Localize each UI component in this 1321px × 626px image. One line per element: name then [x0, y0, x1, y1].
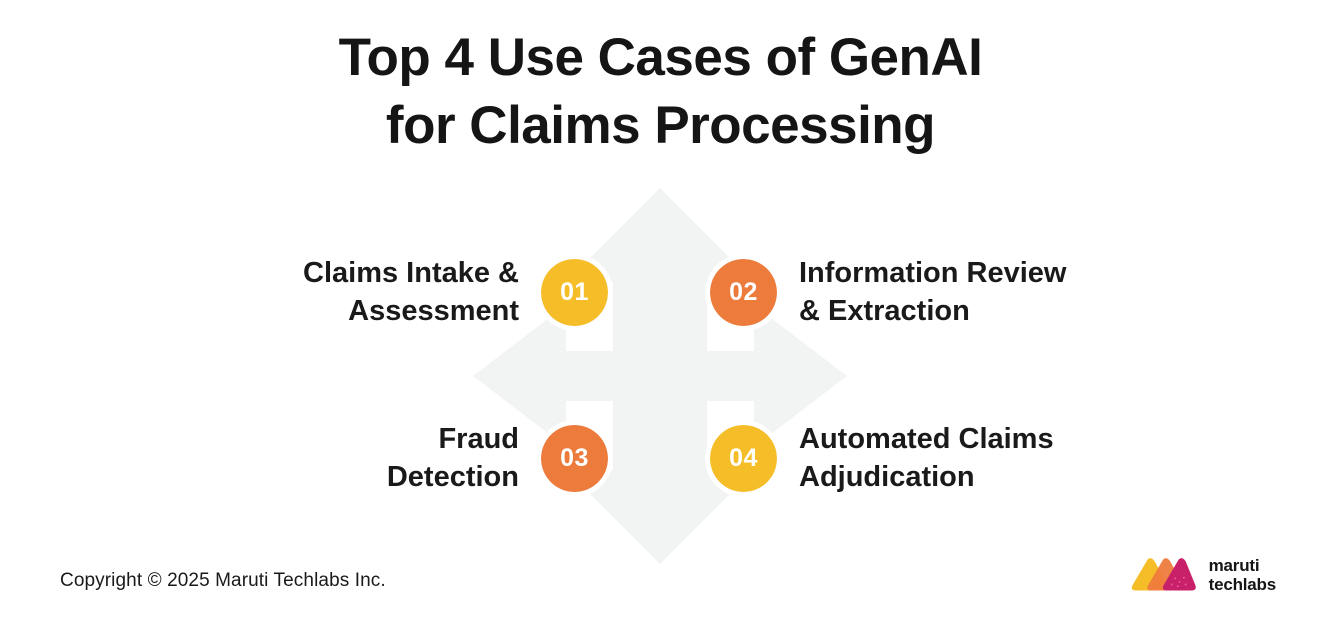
page-title: Top 4 Use Cases of GenAI for Claims Proc… — [0, 24, 1321, 160]
use-case-number-03: 03 — [560, 443, 589, 472]
use-case-badge-02[interactable]: 02 — [705, 253, 782, 331]
use-case-label-01-line-2: Assessment — [348, 295, 519, 327]
title-line-1: Top 4 Use Cases of GenAI — [338, 28, 983, 87]
use-case-item-03[interactable]: Fraud Detection 03 — [180, 398, 613, 518]
copyright-text: Copyright © 2025 Maruti Techlabs Inc. — [60, 570, 386, 591]
use-case-badge-01[interactable]: 01 — [536, 253, 613, 331]
use-case-badge-04[interactable]: 04 — [705, 419, 782, 497]
footer: Copyright © 2025 Maruti Techlabs Inc. ma… — [0, 546, 1321, 626]
use-case-label-04-line-1: Automated Claims — [799, 423, 1054, 455]
use-case-label-02: Information Review & Extraction — [777, 254, 1067, 330]
brand-logo-line-1: maruti — [1208, 556, 1260, 575]
use-case-item-01[interactable]: Claims Intake & Assessment 01 — [180, 232, 613, 352]
use-case-label-01: Claims Intake & Assessment — [303, 254, 541, 330]
use-case-label-02-line-2: & Extraction — [799, 295, 970, 327]
use-case-item-02[interactable]: 02 Information Review & Extraction — [705, 232, 1150, 352]
use-case-label-03-line-2: Detection — [386, 461, 519, 493]
brand-logo-line-2: techlabs — [1208, 575, 1277, 594]
use-case-number-01: 01 — [560, 277, 589, 306]
use-case-number-02: 02 — [729, 277, 758, 306]
use-case-badge-03[interactable]: 03 — [536, 419, 613, 497]
use-case-label-02-line-1: Information Review — [799, 257, 1067, 289]
use-case-label-03-line-1: Fraud — [438, 423, 519, 455]
use-case-item-04[interactable]: 04 Automated Claims Adjudication — [705, 398, 1150, 518]
use-case-label-04-line-2: Adjudication — [799, 461, 975, 493]
use-case-label-04: Automated Claims Adjudication — [777, 420, 1054, 496]
maruti-techlabs-logo-icon — [1131, 558, 1196, 591]
title-line-2: for Claims Processing — [385, 96, 936, 155]
use-case-number-04: 04 — [729, 443, 758, 472]
brand-logo-text: maruti techlabs — [1208, 556, 1277, 594]
use-case-grid: Claims Intake & Assessment 01 02 Informa… — [0, 232, 1321, 532]
use-case-label-03: Fraud Detection — [387, 420, 541, 496]
use-case-label-01-line-1: Claims Intake & — [303, 257, 519, 289]
brand-logo[interactable]: maruti techlabs — [1130, 556, 1276, 594]
